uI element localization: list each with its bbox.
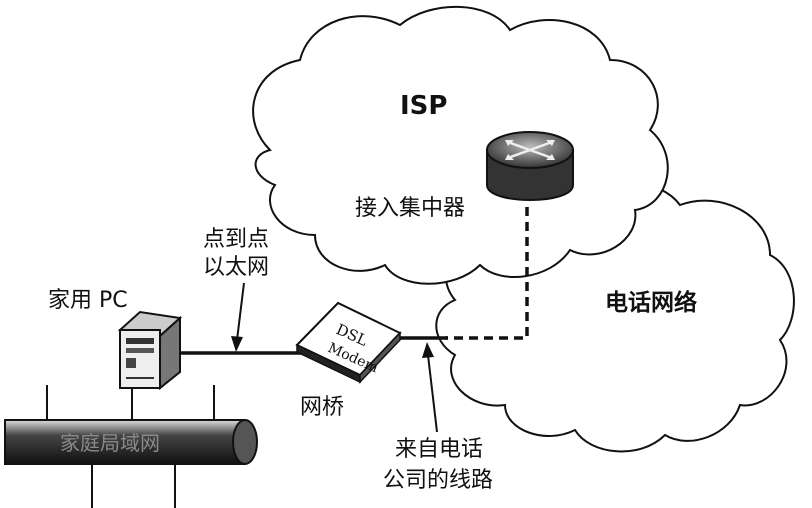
from-phone-label-line1: 来自电话 — [395, 437, 484, 462]
ethernet-pointer-arrow — [231, 336, 243, 352]
dashed-phone-link — [445, 207, 529, 340]
ptp-ethernet-label-line1: 点到点 — [203, 227, 270, 252]
lan-bus: 家庭局域网 — [4, 385, 258, 508]
phone-network-label: 电话网络 — [605, 290, 697, 316]
bridge-label: 网桥 — [300, 395, 345, 420]
home-pc-label: 家用 PC — [48, 288, 128, 313]
isp-cloud — [252, 5, 669, 285]
phone-pointer-line — [427, 354, 438, 433]
phone-pointer-arrow — [422, 342, 434, 358]
ethernet-pointer-line — [236, 282, 245, 341]
ptp-ethernet-label-line2: 以太网 — [203, 255, 270, 280]
lan-bus-label: 家庭局域网 — [60, 431, 160, 455]
home-pc — [117, 310, 183, 391]
dsl-modem: DSL Modem — [295, 301, 402, 384]
from-phone-label-line2: 公司的线路 — [383, 468, 494, 493]
isp-label: ISP — [400, 91, 448, 121]
access-concentrator-router — [486, 131, 574, 201]
access-concentrator-label: 接入集中器 — [355, 196, 466, 221]
